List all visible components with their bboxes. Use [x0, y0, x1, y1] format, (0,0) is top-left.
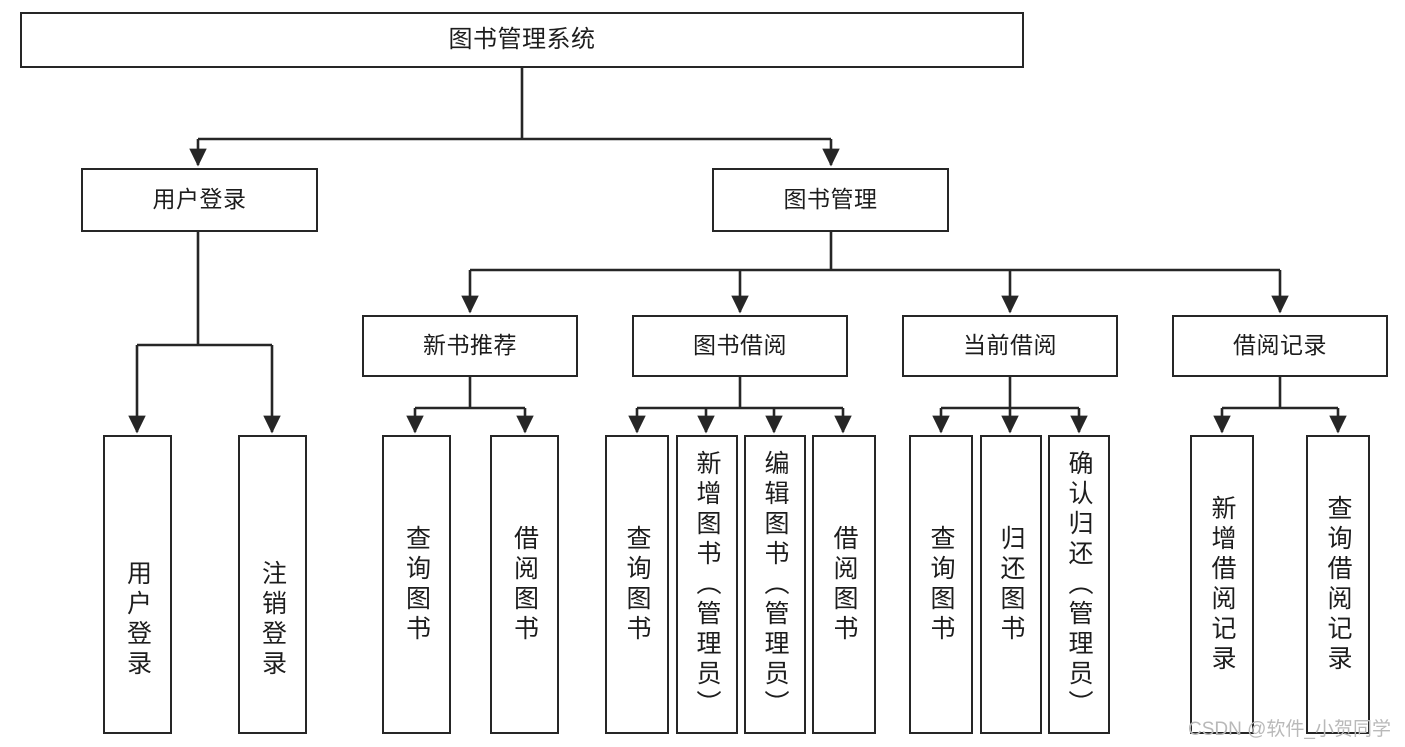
leaf-current-query-book-label: 查询图书	[927, 524, 955, 645]
leaf-user-login-logout-label: 注销登录	[258, 560, 287, 680]
leaf-user-login-logout[interactable]: 注销登录	[238, 435, 307, 734]
node-book-manage-label: 图书管理	[783, 186, 878, 213]
leaf-new-book-borrow-label: 借阅图书	[510, 524, 539, 645]
node-user-login[interactable]: 用户登录	[81, 168, 318, 232]
node-book-manage[interactable]: 图书管理	[712, 168, 949, 232]
node-current-borrow-label: 当前借阅	[963, 332, 1057, 359]
node-new-book-recommend-label: 新书推荐	[423, 332, 517, 359]
leaf-borrow-add-book[interactable]: 新增图书（管理员）	[676, 435, 738, 734]
node-new-book-recommend[interactable]: 新书推荐	[362, 315, 578, 377]
leaf-borrow-query-book-label: 查询图书	[623, 524, 651, 645]
leaf-record-query-record-label: 查询借阅记录	[1324, 494, 1352, 675]
node-borrow-record[interactable]: 借阅记录	[1172, 315, 1388, 377]
leaf-borrow-borrow-book-label: 借阅图书	[830, 524, 858, 645]
node-root[interactable]: 图书管理系统	[20, 12, 1024, 68]
leaf-current-confirm-return-label: 确认归还（管理员）	[1065, 449, 1093, 720]
leaf-current-return-book-label: 归还图书	[997, 524, 1025, 645]
leaf-new-book-borrow[interactable]: 借阅图书	[490, 435, 559, 734]
node-current-borrow[interactable]: 当前借阅	[902, 315, 1118, 377]
node-borrow-record-label: 借阅记录	[1233, 332, 1327, 359]
leaf-record-add-record-label: 新增借阅记录	[1208, 494, 1236, 675]
node-user-login-label: 用户登录	[152, 186, 247, 213]
leaf-new-book-query-label: 查询图书	[402, 524, 431, 645]
leaf-current-return-book[interactable]: 归还图书	[980, 435, 1042, 734]
leaf-borrow-edit-book[interactable]: 编辑图书（管理员）	[744, 435, 806, 734]
leaf-new-book-query[interactable]: 查询图书	[382, 435, 451, 734]
leaf-current-query-book[interactable]: 查询图书	[909, 435, 973, 734]
leaf-borrow-borrow-book[interactable]: 借阅图书	[812, 435, 876, 734]
node-root-label: 图书管理系统	[448, 25, 596, 53]
leaf-record-query-record[interactable]: 查询借阅记录	[1306, 435, 1370, 734]
leaf-borrow-add-book-label: 新增图书（管理员）	[693, 449, 721, 720]
leaf-borrow-edit-book-label: 编辑图书（管理员）	[761, 449, 789, 720]
leaf-user-login-login[interactable]: 用户登录	[103, 435, 172, 734]
leaf-record-add-record[interactable]: 新增借阅记录	[1190, 435, 1254, 734]
node-book-borrow-label: 图书借阅	[693, 332, 787, 359]
leaf-current-confirm-return[interactable]: 确认归还（管理员）	[1048, 435, 1110, 734]
leaf-borrow-query-book[interactable]: 查询图书	[605, 435, 669, 734]
leaf-user-login-login-label: 用户登录	[123, 560, 152, 680]
node-book-borrow[interactable]: 图书借阅	[632, 315, 848, 377]
csdn-watermark: CSDN @软件_小贺同学	[1188, 719, 1391, 740]
